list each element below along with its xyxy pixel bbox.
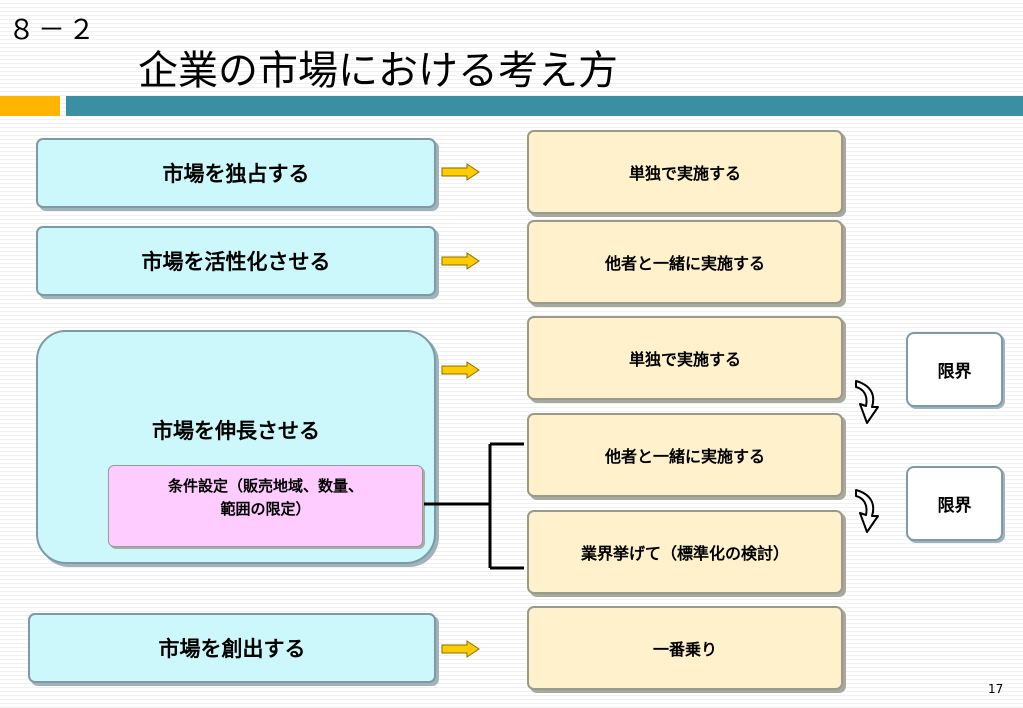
page-number: 17 [988,682,1004,696]
limit-box-2: 限界 [906,466,1003,541]
joint-label-1: 他者と一緒に実施する [604,254,765,273]
condition-line-1: 条件設定（販売地域、数量、 [167,477,363,495]
monopolize-label: 市場を独占する [162,162,310,186]
right-arrow-icon [441,252,481,270]
solo-box-2: 単独で実施する [527,316,843,400]
condition-line-2: 範囲の限定） [220,500,311,518]
activate-label: 市場を活性化させる [141,250,331,274]
limit-label-1: 限界 [937,362,972,382]
bracket-connector [420,436,526,580]
curved-down-arrow-icon [852,487,884,535]
slide-number: ８－２ [8,15,98,46]
solo-label-1: 単独で実施する [628,164,741,183]
header-bar-teal [66,96,1023,116]
industry-box: 業界挙げて（標準化の検討） [527,510,843,594]
joint-box-1: 他者と一緒に実施する [527,220,843,304]
create-box: 市場を創出する [28,613,436,683]
condition-box: 条件設定（販売地域、数量、 範囲の限定） [108,465,423,547]
limit-label-2: 限界 [937,496,972,516]
solo-box-1: 単独で実施する [527,130,843,214]
limit-box-1: 限界 [906,332,1003,407]
create-label: 市場を創出する [158,637,306,661]
curved-down-arrow-icon [852,378,884,426]
right-arrow-icon [441,361,481,379]
first-mover-label: 一番乗り [652,640,717,659]
joint-box-2: 他者と一緒に実施する [527,413,843,497]
solo-label-2: 単独で実施する [628,350,741,369]
activate-box: 市場を活性化させる [36,226,436,296]
slide-title: 企業の市場における考え方 [138,48,618,94]
right-arrow-icon [441,163,481,181]
grow-label: 市場を伸長させる [152,419,320,443]
right-arrow-icon [441,640,481,658]
header-bar-orange [0,96,60,116]
joint-label-2: 他者と一緒に実施する [604,447,765,466]
monopolize-box: 市場を独占する [36,138,436,208]
first-mover-box: 一番乗り [527,606,843,690]
industry-label: 業界挙げて（標準化の検討） [580,544,789,563]
